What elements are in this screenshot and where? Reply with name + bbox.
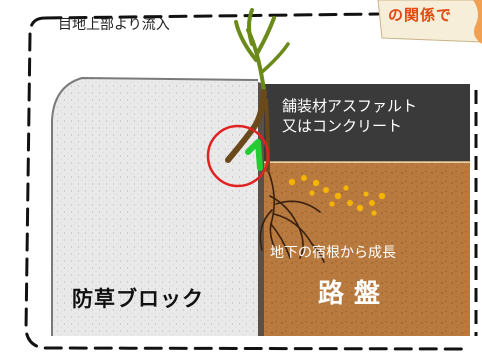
highlight-circle <box>206 124 270 188</box>
roots-label: 地下の宿根から成長 <box>270 245 396 261</box>
roadbed-label: 路盤 <box>318 279 391 309</box>
right-border <box>470 84 482 336</box>
weed-block <box>51 76 260 336</box>
asphalt-label-line-2: 又はコンクリート <box>282 117 403 135</box>
asphalt-label: 舗装材アスファルト 又はコンクリート <box>282 96 417 136</box>
banner <box>377 0 482 44</box>
block-label: 防草ブロック <box>72 287 204 311</box>
dashed-frame <box>24 12 472 351</box>
weed-roots <box>259 169 325 263</box>
asphalt-layer <box>262 84 470 163</box>
banner-text: の関係で <box>388 6 453 24</box>
sprout-mark <box>245 139 263 171</box>
asphalt-label-line-1: 舗装材アスファルト <box>282 97 418 115</box>
seed-dots <box>288 175 386 216</box>
top-caption: 目地上部より流入 <box>58 17 170 33</box>
